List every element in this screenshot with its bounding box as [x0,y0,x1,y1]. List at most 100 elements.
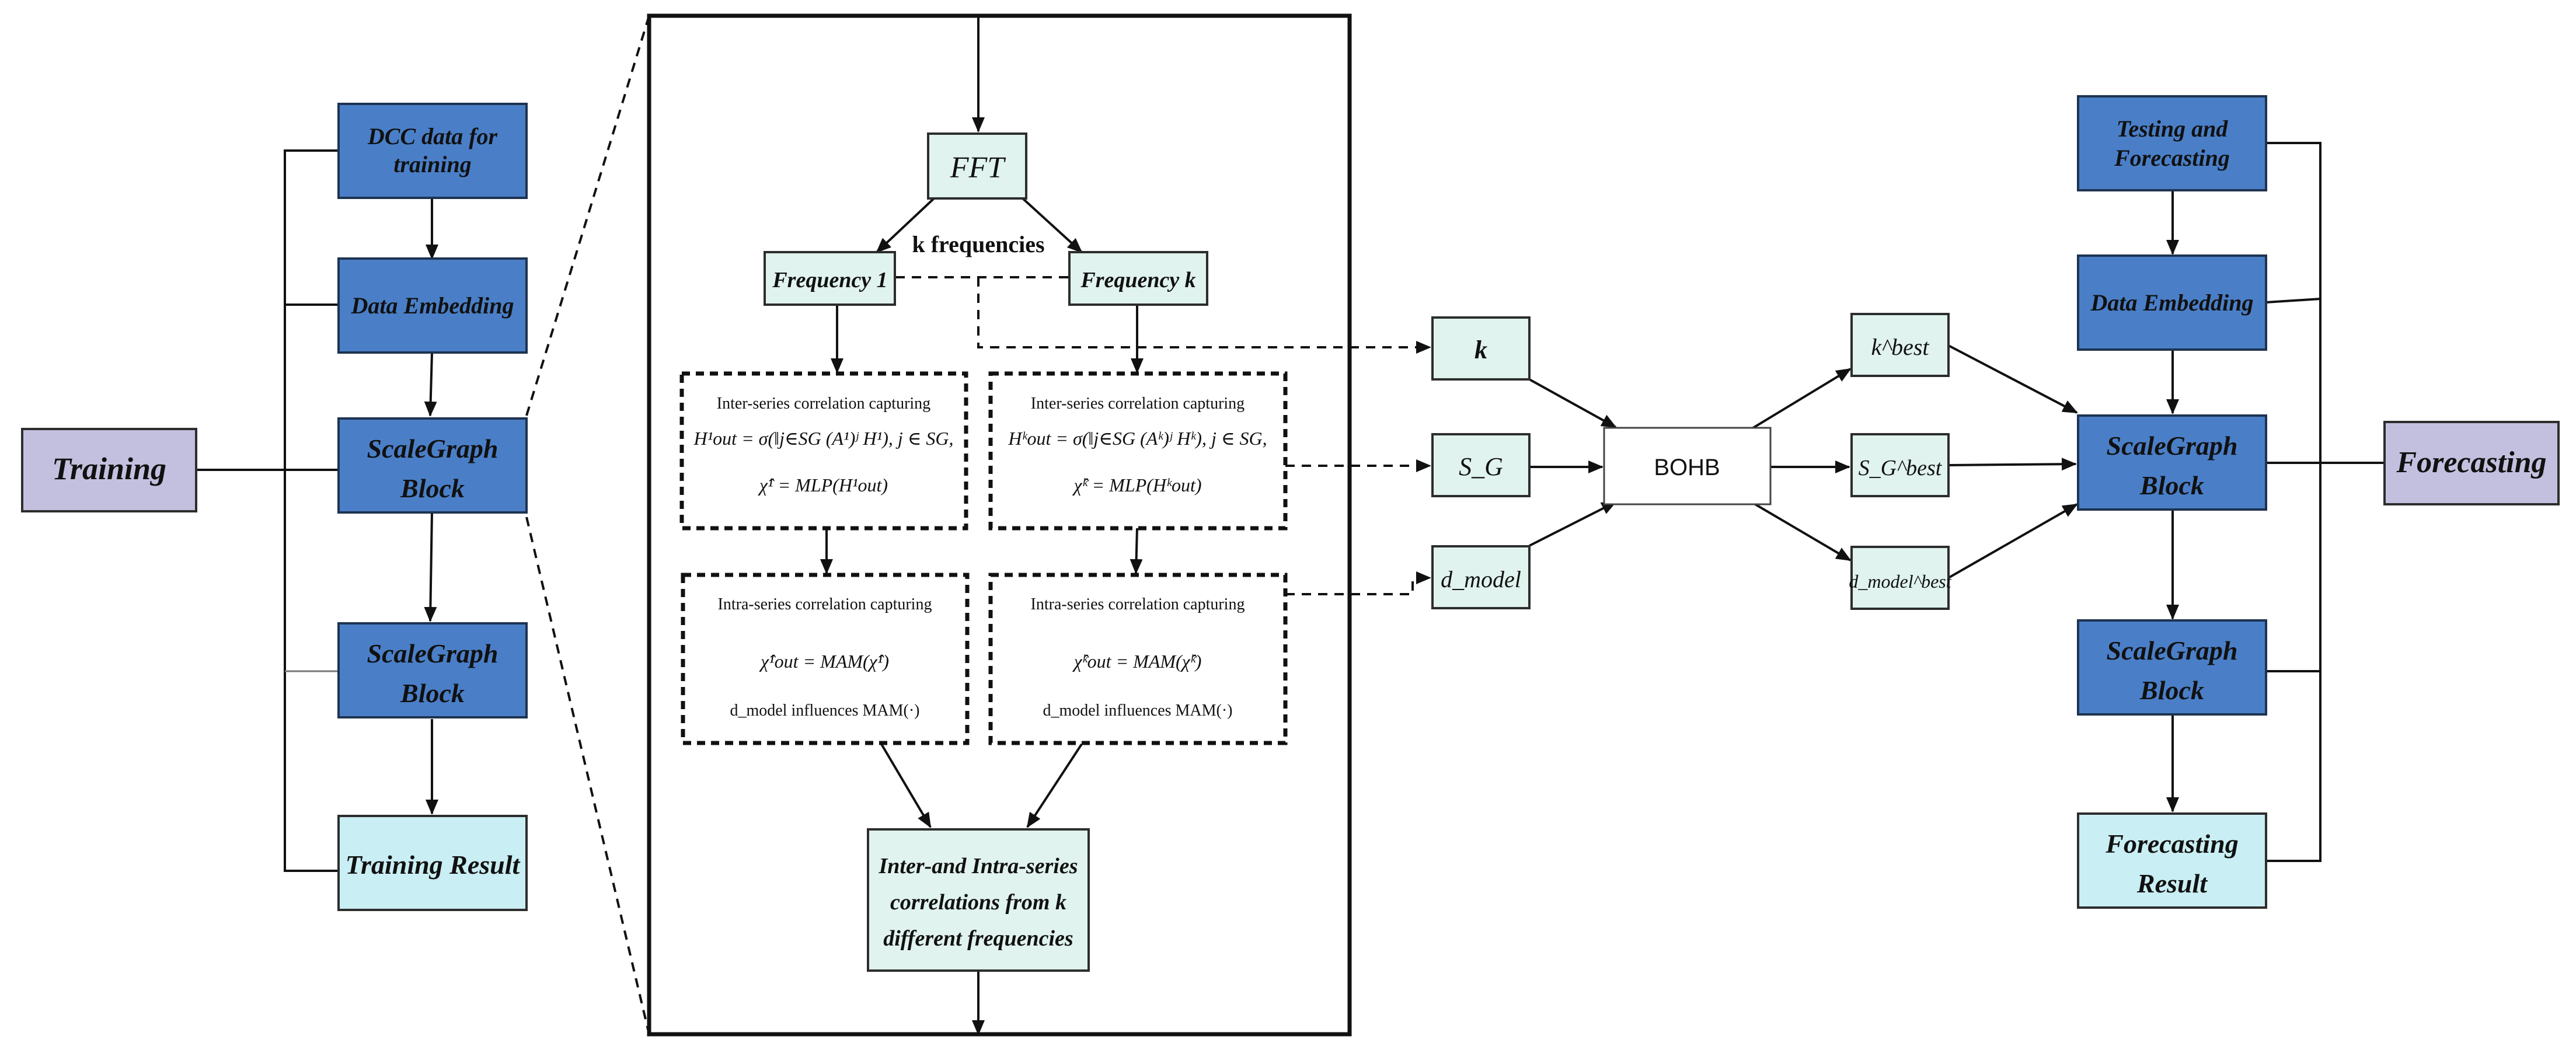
k-param-block: k [1431,316,1531,381]
arrow-kbest-to-scalegraph [1948,344,2078,414]
testing-label-line2: Forecasting [2114,145,2230,171]
forecasting-label: Forecasting [2396,446,2546,479]
intra-1-dmodel-note: d_model influences MAM(·) [730,702,919,720]
k-best-label: k^best [1871,334,1929,360]
right-bracket-tick-embedding [2265,298,2321,304]
scalegraph-1-line2: Block [400,473,465,503]
inter-1-equation-1: H¹out = σ(‖j∈SG (A¹)ʲ H¹), j ∈ SG, [693,428,953,449]
data-embedding-label: Data Embedding [351,292,514,319]
dcc-label-line1: DCC data for [367,123,498,149]
scalegraph-1-line1: ScaleGraph [367,434,499,463]
forecasting-result-block: Forecasting Result [2077,812,2267,909]
scalegraph-right-1-line1: ScaleGraph [2107,431,2238,461]
arrow-fft-to-frequencyk [1022,197,1083,253]
scalegraph-block-2: ScaleGraph Block [337,622,528,718]
left-bracket-line [284,149,339,872]
hyperparameter-section: k S_G d_model BOHB k^best S_G^best d_mod… [1431,313,2078,610]
bohb-block: BOHB [1603,427,1772,505]
scalegraph-block-right-2: ScaleGraph Block [2077,619,2267,716]
right-bracket-line [2266,142,2321,862]
data-embedding-label-right: Data Embedding [2090,289,2254,316]
dcc-label-line2: training [393,151,471,177]
arrow-bohb-to-kbest [1750,368,1852,430]
intra-k-dmodel-note: d_model influences MAM(·) [1043,702,1232,720]
arrow-sgbest-to-scalegraph [1948,458,2077,471]
output-correlations-block: Inter-and Intra-series correlations from… [867,828,1090,972]
dmodel-best-block: d_model^best [1849,546,1952,610]
data-embedding-block: Data Embedding [337,257,528,354]
inter-1-title: Inter-series correlation capturing [717,395,930,413]
training-node: Training [21,428,197,512]
dashed-to-k [977,277,1431,354]
testing-label-line1: Testing and [2117,116,2229,142]
arrow-dmodel-to-bohb [1529,501,1617,547]
frequency-k-label: Frequency k [1080,268,1195,292]
inter-k-title: Inter-series correlation capturing [1031,395,1245,413]
scalegraph-block-1: ScaleGraph Block [337,417,528,514]
sg-param-label: S_G [1459,452,1503,481]
scalegraph-right-2-line1: ScaleGraph [2107,636,2238,665]
dcc-data-block: DCC data for training [337,103,528,199]
inter-series-box-1: Inter-series correlation capturing H¹out… [679,371,968,531]
scalegraph-2-line1: ScaleGraph [367,639,499,668]
arrow-embedding-to-scalegraph [424,353,437,417]
training-result-block: Training Result [337,815,528,911]
k-param-label: k [1475,336,1487,364]
arrow-bohb-to-dmodelbest [1750,501,1852,561]
arrow-interk-to-intrak [1130,528,1143,574]
inter-k-equation-1: Hᵏout = σ(‖j∈SG (Aᵏ)ʲ Hᵏ), j ∈ SG, [1008,428,1267,449]
training-result-label: Training Result [346,850,521,880]
frequency-1-label: Frequency 1 [772,268,887,292]
dashed-to-dmodel [1285,571,1431,595]
intra-1-equation: χ̂¹out = MAM(χ̂¹) [759,651,889,672]
output-line2: correlations from k [890,890,1066,915]
intra-k-title: Intra-series correlation capturing [1031,595,1245,613]
sg-best-block: S_G^best [1850,433,1950,497]
scalegraph-right-2-line2: Block [2139,675,2204,705]
fft-block: FFT [927,132,1027,200]
forecasting-node: Forecasting [2383,421,2560,505]
bohb-label: BOHB [1654,455,1720,480]
arrow-dmodelbest-to-scalegraph [1948,503,2078,579]
intra-series-box-1: Intra-series correlation capturing χ̂¹ou… [681,573,970,745]
frequency-k-block: Frequency k [1068,251,1208,306]
intra-series-box-k: Intra-series correlation capturing χ̂ᵏou… [988,573,1288,745]
intra-1-title: Intra-series correlation capturing [718,595,932,613]
dmodel-param-block: d_model [1431,545,1531,609]
frequency-1-block: Frequency 1 [764,251,896,306]
dmodel-best-label: d_model^best [1849,571,1951,592]
inter-1-equation-2: χ̂¹ = MLP(H¹out) [758,475,888,496]
arrow-fft-to-frequency1 [876,197,935,253]
arrow-intra1-to-output [880,743,932,828]
forecasting-result-line1: Forecasting [2105,829,2238,859]
output-line3: different frequencies [883,926,1073,951]
dmodel-param-label: d_model [1441,566,1521,592]
training-label: Training [52,451,166,486]
arrow-k-to-bohb [1529,378,1617,428]
fft-label: FFT [950,151,1006,184]
output-line1: Inter-and Intra-series [879,854,1078,878]
inter-series-box-k: Inter-series correlation capturing Hᵏout… [988,371,1288,531]
zoom-line-top [525,15,650,416]
k-best-block: k^best [1850,313,1950,377]
arrow-intrak-to-output [1026,743,1083,828]
data-embedding-block-right: Data Embedding [2077,254,2267,351]
zoom-line-bottom [525,517,650,1035]
left-pipeline: Training DCC data for training Data Embe… [21,103,528,911]
testing-forecasting-block: Testing and Forecasting [2077,95,2267,191]
center-panel-frame [647,13,1352,1037]
k-frequencies-label: k frequencies [912,231,1044,257]
right-pipeline: Testing and Forecasting Data Embedding S… [2077,95,2560,909]
arrow-scalegraph1-to-scalegraph2 [424,512,437,622]
sg-best-label: S_G^best [1859,456,1943,480]
center-panel: FFT k frequencies Frequency 1 Frequency … [647,13,1431,1037]
scalegraph-block-right-1: ScaleGraph Block [2077,414,2267,511]
forecasting-result-line2: Result [2136,868,2208,898]
inter-k-equation-2: χ̂ᵏ = MLP(Hᵏout) [1072,475,1202,496]
scalegraph-right-1-line2: Block [2139,470,2204,500]
sg-param-block: S_G [1431,433,1531,497]
intra-k-equation: χ̂ᵏout = MAM(χ̂ᵏ) [1072,651,1202,672]
scalegraph-2-line2: Block [400,678,465,708]
